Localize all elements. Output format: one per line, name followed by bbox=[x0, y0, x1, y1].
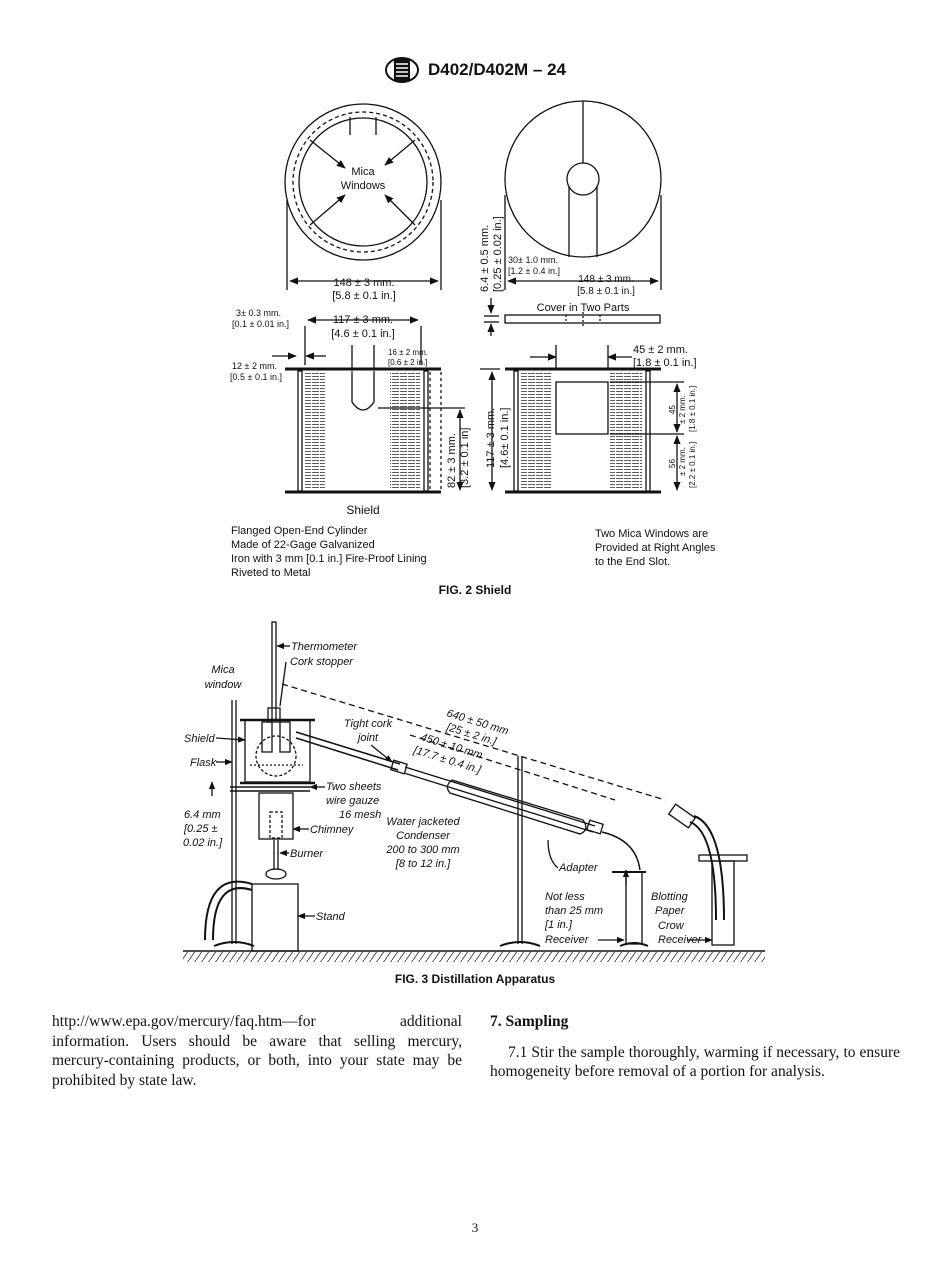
fig3-distillation-apparatus-drawing: Thermometer Cork stopper Mica window Shi… bbox=[183, 621, 765, 962]
fig2-dim-label: 30± 1.0 mm. bbox=[508, 255, 558, 265]
fig2-dim-label: 45 ± 2 mm. bbox=[633, 344, 688, 356]
document-designation: D402/D402M – 24 bbox=[428, 60, 566, 79]
fig3-label-blotting-paper: Paper bbox=[655, 905, 686, 917]
fig2-dim-label: 148 ± 3 mm. bbox=[333, 277, 394, 289]
fig2-dim-label: 56 bbox=[668, 459, 677, 468]
fig3-label-condenser: Condenser bbox=[396, 830, 451, 842]
fig2-dim-label: [1.8 ± 0.1 in.] bbox=[688, 386, 697, 432]
fig2-dim-label: 117 ± 3 mm. bbox=[485, 408, 497, 468]
left-column: http://www.epa.gov/mercury/faq.htm—for a… bbox=[52, 1012, 462, 1090]
fig2-note-right-line: to the End Slot. bbox=[595, 556, 670, 568]
fig2-dim-label: [0.5 ± 0.1 in.] bbox=[230, 372, 282, 382]
fig3-label-mica-window: window bbox=[205, 679, 243, 691]
page-header: D402/D402M – 24 bbox=[0, 56, 950, 84]
fig3-label-shield: Shield bbox=[184, 733, 215, 745]
fig2-dim-label: 3± 0.3 mm. bbox=[236, 308, 281, 318]
fig2-shield-label: Shield bbox=[346, 503, 379, 517]
fig3-label-thermometer: Thermometer bbox=[291, 641, 358, 653]
fig3-dim-6-4: 6.4 mm bbox=[184, 809, 221, 821]
fig2-dim-label: [1.8 ± 0.1 in.] bbox=[633, 357, 697, 369]
fig3-label-chimney: Chimney bbox=[310, 824, 355, 836]
fig2-dim-label: 82 ± 3 mm. bbox=[446, 433, 458, 488]
fig3-label-not-less: [1 in.] bbox=[544, 919, 573, 931]
fig2-mica-label: Windows bbox=[341, 180, 386, 192]
fig3-dim-6-4: [0.25 ± bbox=[183, 823, 218, 835]
fig3-label-adapter: Adapter bbox=[558, 862, 599, 874]
fig3-label-receiver: Receiver bbox=[545, 934, 590, 946]
fig3-label-blotting-paper: Blotting bbox=[651, 891, 689, 903]
fig3-dim-6-4: 0.02 in.] bbox=[183, 837, 223, 849]
fig2-dim-label: [3.2 ± 0.1 in] bbox=[459, 428, 471, 488]
fig3-label-not-less: than 25 mm bbox=[545, 905, 603, 917]
fig2-dim-label: [1.2 ± 0.4 in.] bbox=[508, 266, 560, 276]
fig2-dim-label: 12 ± 2 mm. bbox=[232, 361, 277, 371]
fig2-dim-label: 6.4 ± 0.5 mm. bbox=[479, 225, 491, 292]
section-heading: 7. Sampling bbox=[490, 1013, 569, 1030]
fig2-note-left-line: Riveted to Metal bbox=[231, 567, 310, 579]
right-column: 7. Sampling 7.1 Stir the sample thorough… bbox=[490, 1012, 900, 1082]
fig2-dim-label: [4.6± 0.1 in.] bbox=[499, 408, 511, 468]
fig3-label-crow-receiver: Receiver bbox=[658, 934, 703, 946]
fig2-shield-drawing: Mica Windows 148 ± 3 mm. [5.8 ± 0.1 in.]… bbox=[230, 100, 716, 579]
fig3-label-wire-gauze: Two sheets bbox=[326, 781, 382, 793]
fig3-label-condenser: [8 to 12 in.] bbox=[395, 858, 451, 870]
fig2-cover-label: Cover in Two Parts bbox=[537, 302, 630, 314]
fig2-dim-label: 117 ± 3 mm. bbox=[333, 314, 393, 326]
fig2-dim-label: 45 bbox=[668, 405, 677, 414]
fig2-mica-label: Mica bbox=[351, 166, 375, 178]
fig3-label-condenser: 200 to 300 mm bbox=[385, 844, 459, 856]
fig2-dim-label: [5.8 ± 0.1 in.] bbox=[577, 286, 635, 297]
fig3-label-tight-cork: Tight cork bbox=[344, 718, 393, 730]
fig2-note-left-line: Flanged Open-End Cylinder bbox=[231, 525, 368, 537]
fig3-label-not-less: Not less bbox=[545, 891, 585, 903]
fig3-label-wire-gauze: wire gauze bbox=[326, 795, 379, 807]
fig3-caption: FIG. 3 Distillation Apparatus bbox=[394, 972, 556, 986]
fig3-label-cork-stopper: Cork stopper bbox=[290, 656, 354, 668]
fig2-note-right-line: Two Mica Windows are bbox=[595, 528, 708, 540]
fig3-label-wire-gauze: 16 mesh bbox=[339, 809, 381, 821]
mercury-notice-paragraph: http://www.epa.gov/mercury/faq.htm—for a… bbox=[52, 1013, 462, 1089]
fig3-label-stand: Stand bbox=[316, 911, 346, 923]
fig2-dim-label: [0.1 ± 0.01 in.] bbox=[232, 319, 289, 329]
fig2-dim-label: [0.6 ± 2 in.] bbox=[388, 358, 428, 367]
fig2-dim-label: ± 2 mm. bbox=[678, 447, 687, 476]
astm-logo-icon bbox=[385, 57, 419, 83]
fig2-note-left-line: Iron with 3 mm [0.1 in.] Fire-Proof Lini… bbox=[231, 553, 427, 565]
fig2-dim-label: 16 ± 2 mm. bbox=[388, 348, 428, 357]
fig3-label-crow-receiver: Crow bbox=[658, 920, 685, 932]
sampling-paragraph: 7.1 Stir the sample thoroughly, warming … bbox=[490, 1043, 900, 1081]
fig2-dim-label: [4.6 ± 0.1 in.] bbox=[331, 328, 395, 340]
fig3-label-flask: Flask bbox=[190, 757, 217, 769]
fig2-note-right-line: Provided at Right Angles bbox=[595, 542, 716, 554]
fig2-note-left-line: Made of 22-Gage Galvanized bbox=[231, 539, 375, 551]
fig3-label-burner: Burner bbox=[290, 848, 324, 860]
fig2-dim-label: ± 2 mm. bbox=[678, 395, 687, 424]
fig3-label-tight-cork: joint bbox=[356, 732, 379, 744]
fig2-dim-label: [5.8 ± 0.1 in.] bbox=[332, 290, 396, 302]
fig2-dim-label: [0.25 ± 0.02 in.] bbox=[492, 216, 504, 292]
fig2-caption: FIG. 2 Shield bbox=[438, 583, 512, 597]
fig2-dim-label: 148 ± 3 mm. bbox=[578, 274, 634, 285]
fig3-label-condenser: Water jacketed bbox=[386, 816, 460, 828]
fig3-label-mica-window: Mica bbox=[211, 664, 234, 676]
page-number: 3 bbox=[471, 1220, 479, 1235]
fig2-dim-label: [2.2 ± 0.1 in.] bbox=[688, 442, 697, 488]
